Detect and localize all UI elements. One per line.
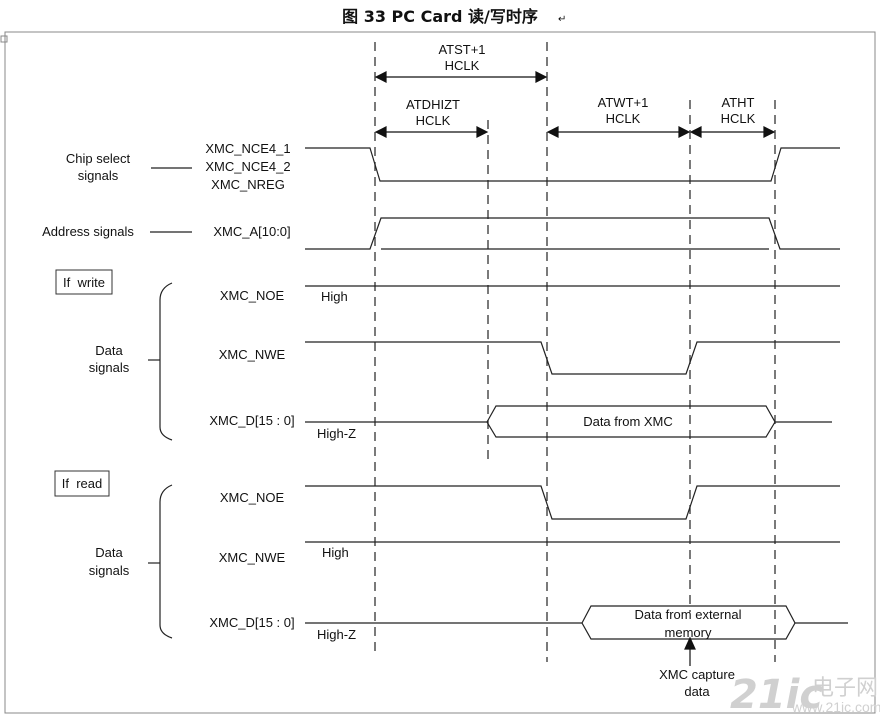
read-data-value-label: Data from external <box>635 607 742 622</box>
signal-nce4-2-label: XMC_NCE4_2 <box>205 159 290 174</box>
capture-label-line2: data <box>684 684 710 699</box>
write-data-group-label-line2: signals <box>89 360 130 375</box>
signal-nce4-1-label: XMC_NCE4_1 <box>205 141 290 156</box>
write-nwe-label: XMC_NWE <box>219 347 286 362</box>
atdhizt-label: ATDHIZT <box>406 97 460 112</box>
watermark-cn: 电子网 <box>812 676 878 701</box>
frame-corner-marker <box>0 35 8 43</box>
read-data-value-label-line2: memory <box>665 625 712 640</box>
atdhizt-arrow <box>374 126 489 138</box>
if-read-label: If read <box>62 476 102 491</box>
read-noe-waveform <box>305 485 840 520</box>
read-data-group-label-line2: signals <box>89 563 130 578</box>
signal-address-label: XMC_A[10:0] <box>213 224 290 239</box>
read-data-group-label: Data <box>95 545 123 560</box>
capture-label: XMC capture <box>659 667 735 682</box>
paragraph-mark-icon: ↵ <box>558 14 566 25</box>
read-nwe-label: XMC_NWE <box>219 550 286 565</box>
read-nwe-high-label: High <box>322 545 349 560</box>
chip-select-group-label-line2: signals <box>78 168 119 183</box>
figure-frame <box>4 31 876 714</box>
write-nwe-waveform <box>305 341 840 375</box>
if-read-box <box>54 470 110 497</box>
figure-title: 图 33 PC Card 读/写时序 <box>342 7 538 26</box>
write-noe-label: XMC_NOE <box>220 288 285 303</box>
atst-arrow <box>374 71 548 83</box>
if-write-box <box>55 269 113 295</box>
write-data-bus-label: XMC_D[15 : 0] <box>209 413 294 428</box>
atht-label: ATHT <box>722 95 755 110</box>
signal-nreg-label: XMC_NREG <box>211 177 285 192</box>
atdhizt-unit: HCLK <box>416 113 451 128</box>
atht-arrow <box>689 126 776 138</box>
write-data-group-label: Data <box>95 343 123 358</box>
watermark-logo: 21ic <box>730 672 823 718</box>
write-data-brace <box>159 282 173 441</box>
atwt-label: ATWT+1 <box>598 95 649 110</box>
if-write-label: If write <box>63 275 105 290</box>
atst-label: ATST+1 <box>438 42 485 57</box>
atht-unit: HCLK <box>721 111 756 126</box>
atwt-unit: HCLK <box>606 111 641 126</box>
watermark-url: www.21ic.com <box>791 699 880 715</box>
chip-select-group-label: Chip select <box>66 151 131 166</box>
read-data-bus-label: XMC_D[15 : 0] <box>209 615 294 630</box>
chip-select-waveform <box>305 147 840 182</box>
read-data-brace <box>159 484 173 639</box>
address-bus-upper <box>305 217 840 250</box>
address-group-label: Address signals <box>42 224 134 239</box>
capture-arrow-icon <box>684 636 696 666</box>
read-data-highz-label: High-Z <box>317 627 356 642</box>
read-noe-label: XMC_NOE <box>220 490 285 505</box>
atst-unit: HCLK <box>445 58 480 73</box>
atwt-arrow <box>546 126 691 138</box>
write-noe-high-label: High <box>321 289 348 304</box>
write-data-highz-label: High-Z <box>317 426 356 441</box>
write-data-value-label: Data from XMC <box>583 414 673 429</box>
